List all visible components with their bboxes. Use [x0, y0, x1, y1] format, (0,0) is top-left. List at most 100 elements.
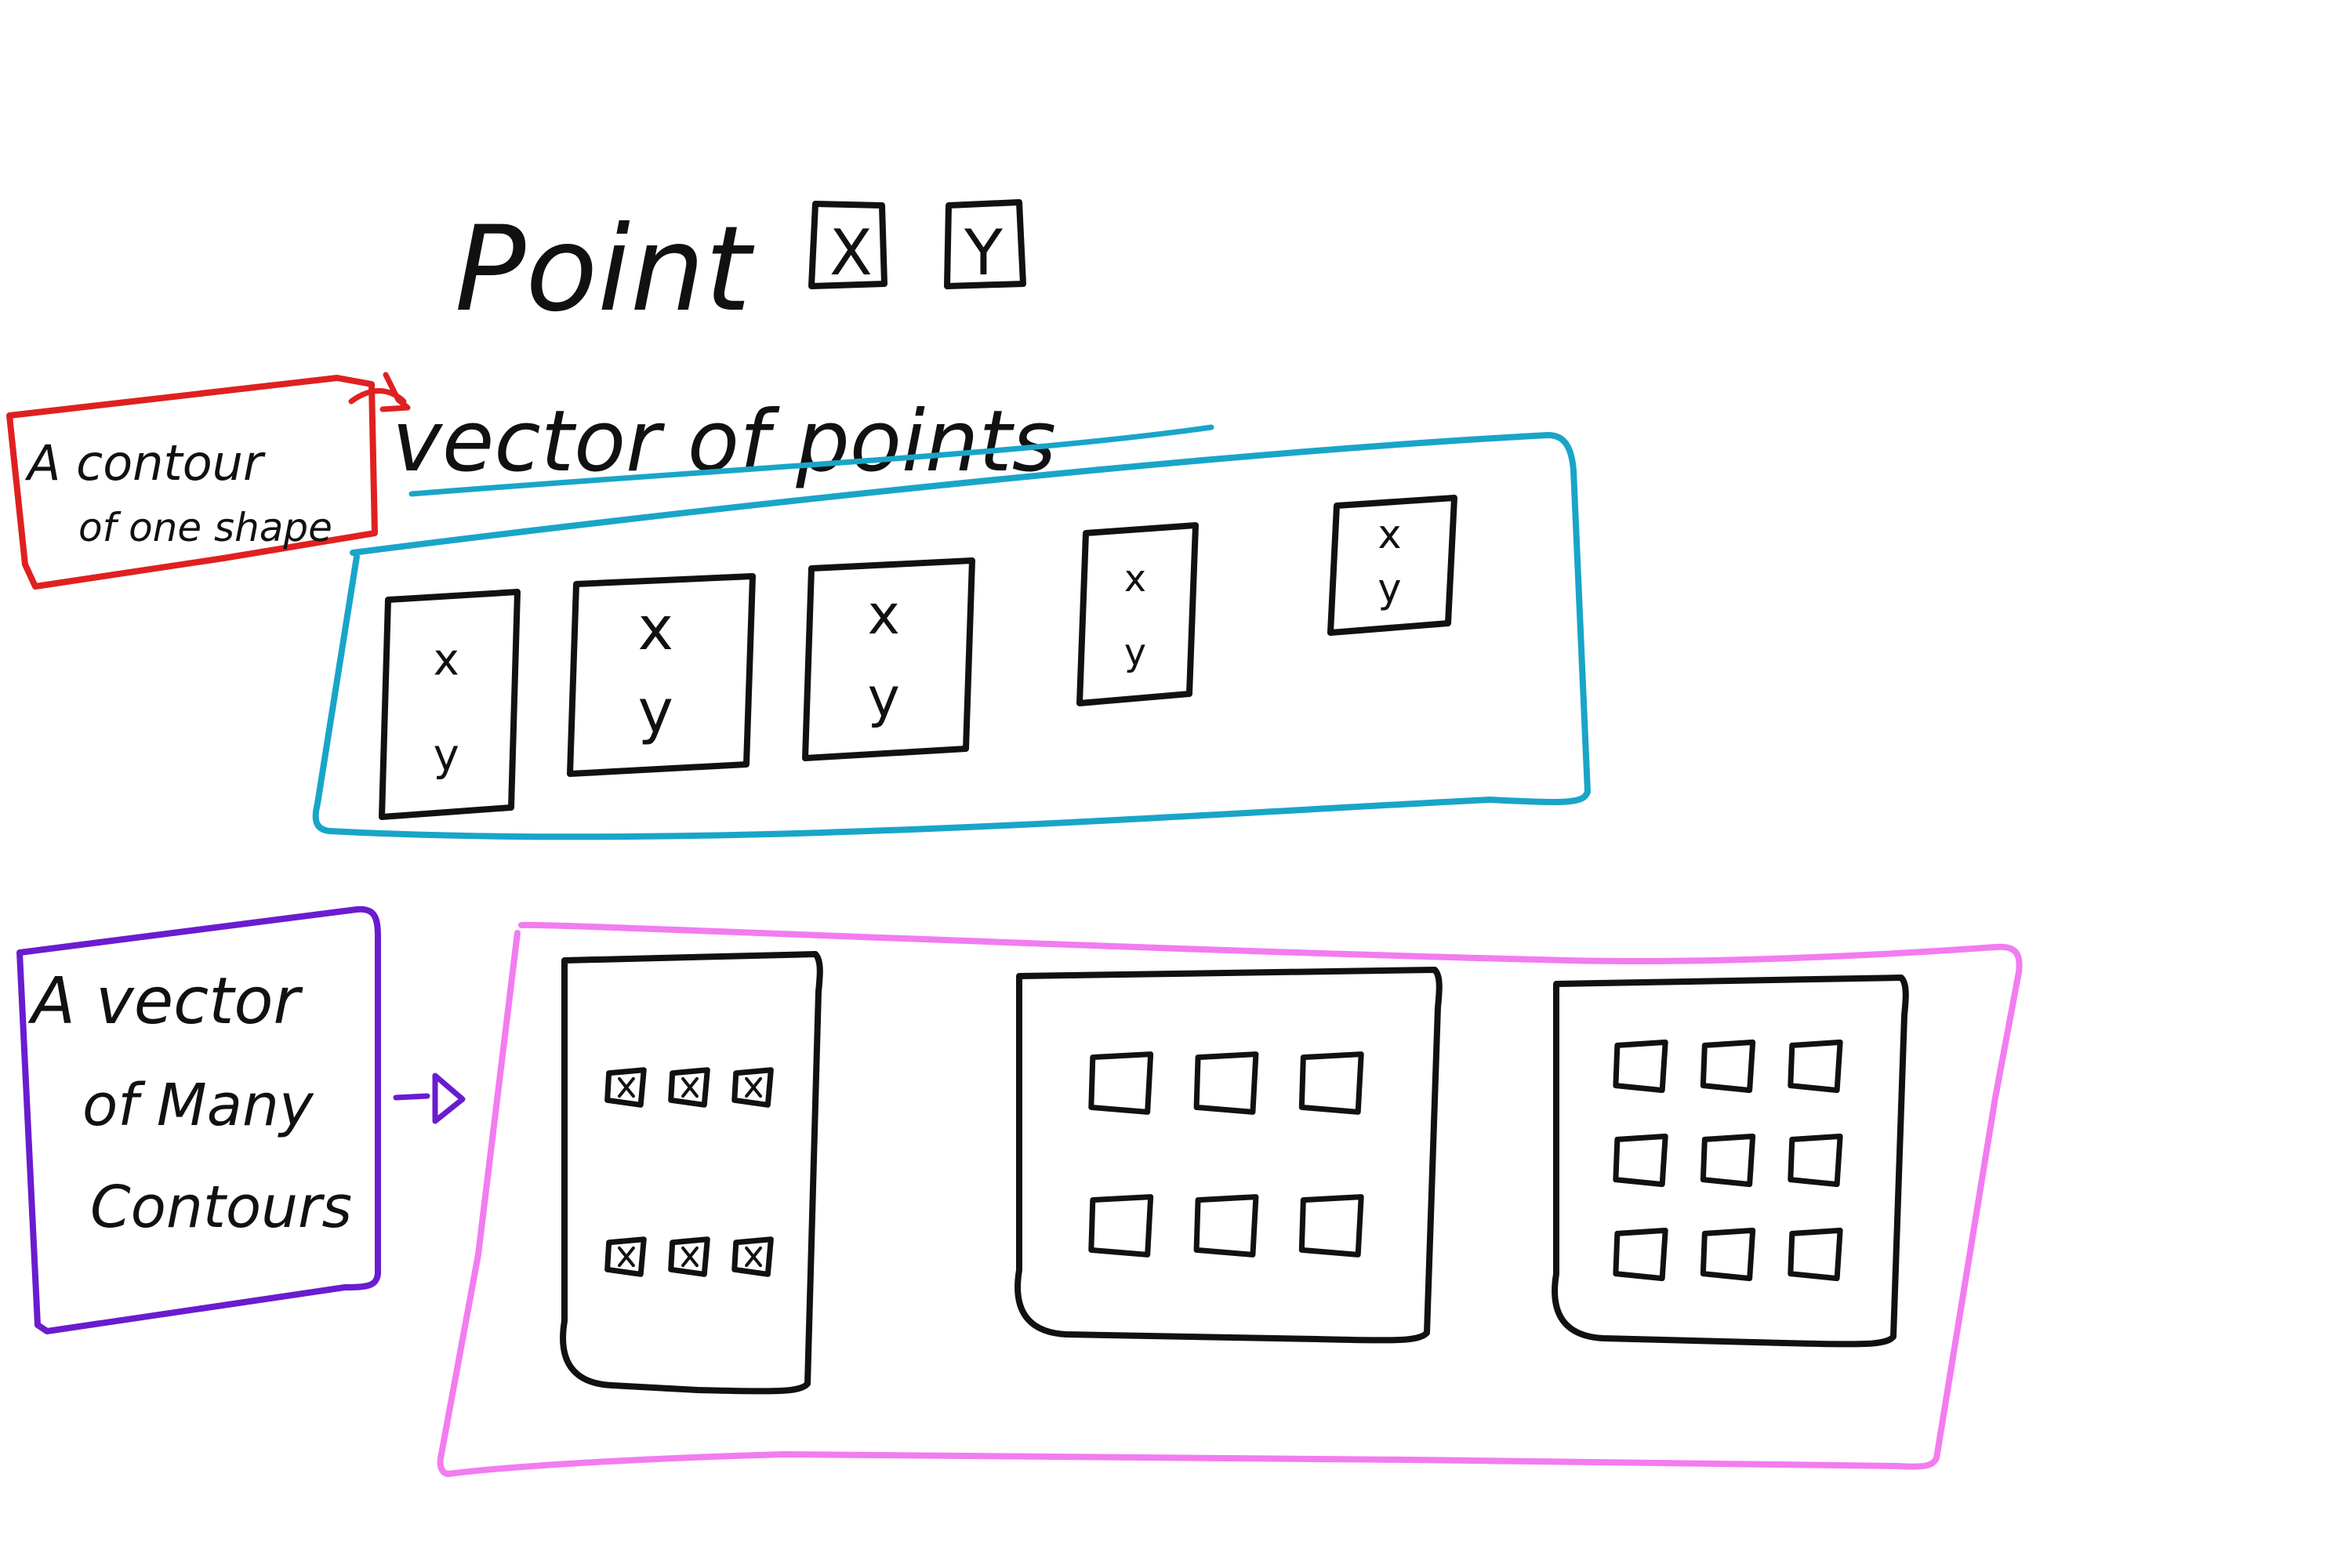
point-cell: xy	[1327, 495, 1457, 636]
contour-glyph	[1298, 1051, 1364, 1115]
point-cell: xy	[802, 557, 975, 761]
point-cell: xy	[379, 589, 521, 820]
contour-note-box	[6, 375, 378, 590]
contour-group	[1552, 975, 1909, 1348]
contour-glyph-box	[1613, 1227, 1668, 1282]
contour-glyph	[604, 1236, 647, 1277]
contour-glyph-mark	[681, 1076, 699, 1098]
contour-glyph-mark	[618, 1076, 635, 1098]
contour-glyph	[668, 1067, 710, 1108]
contour-glyph-mark	[618, 1246, 635, 1268]
contour-glyph	[1613, 1039, 1668, 1094]
point-cell-y: y	[1124, 631, 1146, 674]
contour-glyph-box	[1788, 1227, 1843, 1282]
contour-glyph-mark	[681, 1246, 699, 1268]
contour-groups	[560, 951, 1909, 1395]
point-cell-y: y	[434, 730, 459, 781]
contour-note: A contour of one shape	[6, 372, 411, 590]
vector-of-contours	[437, 921, 2023, 1477]
contour-group	[560, 951, 823, 1395]
point-cell-y: y	[638, 677, 673, 747]
point-cell-box	[802, 557, 975, 761]
contour-glyph	[1193, 1194, 1259, 1258]
contour-glyph	[668, 1236, 710, 1277]
contour-glyph	[1088, 1051, 1154, 1115]
contours-note-line-2: of Many	[82, 1072, 314, 1139]
contour-glyph	[1788, 1227, 1843, 1282]
contour-glyph	[1193, 1051, 1259, 1115]
point-cell-box	[379, 589, 521, 820]
contour-glyph	[1088, 1194, 1154, 1258]
point-cell-box	[567, 573, 756, 777]
contour-glyph-box	[1298, 1194, 1364, 1258]
point-cell-box	[1327, 495, 1457, 636]
contour-glyph-box	[604, 1236, 647, 1277]
contour-glyph-box	[1193, 1194, 1259, 1258]
contour-glyph-box	[1613, 1133, 1668, 1188]
contour-group-box	[1014, 967, 1443, 1344]
point-label: Point	[455, 201, 755, 338]
vector-of-points-box	[312, 432, 1591, 840]
contour-glyph-mark	[745, 1076, 762, 1098]
point-cell-y: y	[868, 666, 900, 730]
contours-note-box	[16, 906, 381, 1334]
contour-glyph-mark	[745, 1246, 762, 1268]
contour-glyph	[1613, 1227, 1668, 1282]
point-cell-x: x	[868, 583, 900, 647]
contour-glyph-box	[1613, 1039, 1668, 1094]
contour-glyph	[604, 1067, 647, 1108]
point-cell-x: x	[1124, 557, 1146, 601]
contour-glyph-box	[1088, 1194, 1154, 1258]
contour-glyph-box	[1088, 1051, 1154, 1115]
contour-glyph-box	[668, 1236, 710, 1277]
contours-note: A vector of Many Contours	[16, 906, 466, 1334]
contour-glyph	[1788, 1133, 1843, 1188]
point-heading: Point X Y	[455, 199, 1026, 338]
contour-glyph-box	[731, 1067, 774, 1108]
contours-note-line-3: Contours	[90, 1174, 352, 1241]
contour-note-line-2: of one shape	[78, 505, 332, 550]
contour-glyph	[1700, 1227, 1756, 1282]
point-y-box	[944, 199, 1026, 289]
contours-note-arrow	[393, 1073, 466, 1124]
contour-note-arrow	[348, 372, 411, 412]
contour-group-box	[1552, 975, 1909, 1348]
contour-glyph-box	[1700, 1039, 1756, 1094]
contour-glyph	[1788, 1039, 1843, 1094]
point-cell-box	[1076, 522, 1199, 706]
point-cell-x: x	[434, 634, 459, 685]
point-cell: xy	[1076, 522, 1199, 706]
vector-of-contours-box	[437, 921, 2023, 1477]
contour-group-box	[560, 951, 823, 1395]
contour-group	[1014, 967, 1443, 1344]
point-y-label: Y	[964, 216, 1004, 289]
contour-glyph	[1700, 1039, 1756, 1094]
contour-glyph-box	[731, 1236, 774, 1277]
contour-note-line-1: A contour	[24, 434, 266, 492]
point-cell-x: x	[638, 594, 673, 664]
point-x-label: X	[829, 216, 873, 289]
point-cell-x: x	[1377, 512, 1401, 558]
contour-glyph-box	[1788, 1133, 1843, 1188]
point-cell: xy	[567, 573, 756, 777]
point-cell-y: y	[1377, 566, 1401, 612]
contour-glyph-box	[1788, 1039, 1843, 1094]
contour-glyph-box	[1700, 1227, 1756, 1282]
contour-glyph-box	[1700, 1133, 1756, 1188]
contour-glyph	[1700, 1133, 1756, 1188]
point-x-box	[808, 201, 887, 289]
vector-of-points-title: vector of points	[392, 393, 1056, 491]
contour-glyph-box	[1193, 1051, 1259, 1115]
contour-glyph	[731, 1236, 774, 1277]
contours-note-line-1: A vector	[27, 964, 303, 1039]
contour-glyph	[1298, 1194, 1364, 1258]
contour-glyph-box	[1298, 1051, 1364, 1115]
vector-of-points-underline	[408, 424, 1214, 497]
contour-glyph	[1613, 1133, 1668, 1188]
contour-glyph-box	[604, 1067, 647, 1108]
contour-glyph	[731, 1067, 774, 1108]
contour-glyph-box	[668, 1067, 710, 1108]
